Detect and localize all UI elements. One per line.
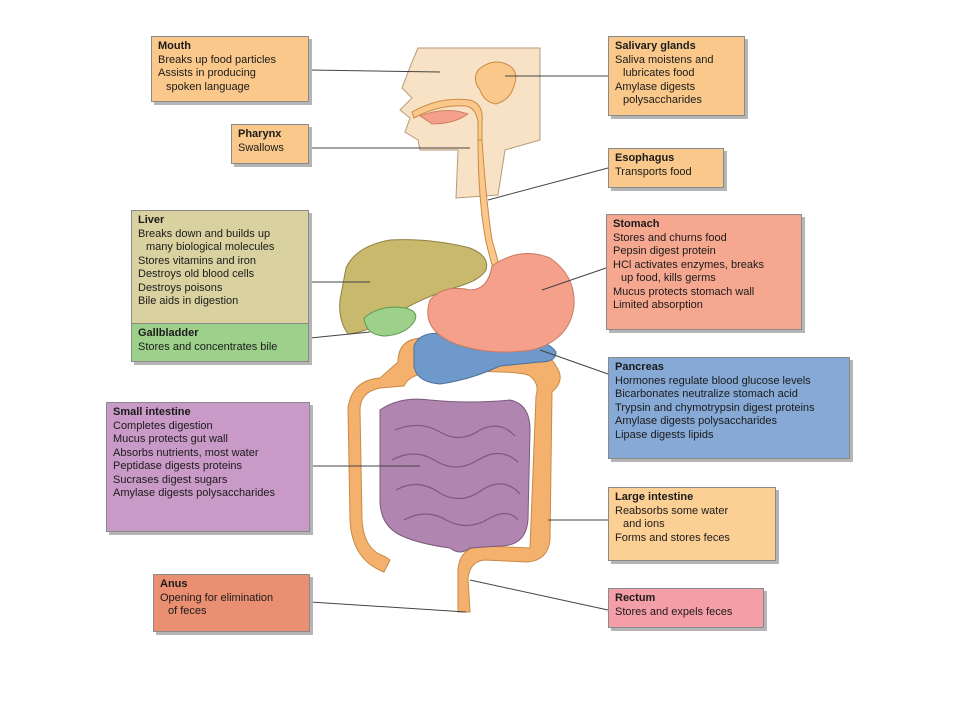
label-line: Amylase digests xyxy=(615,80,696,93)
label-line: Peptidase digests proteins xyxy=(113,460,243,472)
label-line: Amylase digests polysaccharides xyxy=(615,415,778,427)
gallbladder-shape xyxy=(363,306,417,337)
label-line: Limited absorption xyxy=(613,299,703,311)
label-line: Bicarbonates neutralize stomach acid xyxy=(615,388,798,400)
label-line: Pepsin digest protein xyxy=(613,245,716,257)
label-small-intestine: Small intestine Completes digestion Mucu… xyxy=(106,402,310,532)
label-line: many biological molecules xyxy=(146,241,275,253)
label-line: Assists in producing xyxy=(158,67,256,79)
label-line: Absorbs nutrients, most water xyxy=(113,446,259,459)
label-line: spoken language xyxy=(166,80,250,93)
label-salivary-glands: Salivary glands Saliva moistens and lubr… xyxy=(608,36,745,116)
label-line: Sucrases digest sugars xyxy=(113,473,228,486)
label-line: Opening for elimination xyxy=(160,591,274,604)
label-line: Trypsin and chymotrypsin digest proteins xyxy=(615,401,815,414)
label-title: Esophagus xyxy=(615,152,675,164)
label-title: Salivary glands xyxy=(615,40,696,52)
label-line: Stores and expels feces xyxy=(615,605,733,618)
label-line: Destroys old blood cells xyxy=(138,268,255,280)
label-line: Saliva moistens and xyxy=(615,53,714,66)
leader-esophagus xyxy=(487,167,609,201)
label-title: Liver xyxy=(138,214,165,226)
label-pharynx: Pharynx Swallows xyxy=(231,124,309,164)
label-mouth: Mouth Breaks up food particles Assists i… xyxy=(151,36,309,102)
label-title: Mouth xyxy=(158,40,191,52)
label-line: Lipase digests lipids xyxy=(615,428,714,441)
label-rectum: Rectum Stores and expels feces xyxy=(608,588,764,628)
head-silhouette xyxy=(399,47,541,199)
large-intestine-shape xyxy=(347,337,561,613)
salivary-gland-shape xyxy=(474,61,517,105)
label-line: Stores and concentrates bile xyxy=(138,340,278,353)
label-title: Stomach xyxy=(613,218,660,230)
label-title: Pharynx xyxy=(238,128,282,140)
label-esophagus: Esophagus Transports food xyxy=(608,148,724,188)
tongue-shape xyxy=(419,110,469,125)
label-large-intestine: Large intestine Reabsorbs some water and… xyxy=(608,487,776,561)
label-line: of feces xyxy=(168,605,207,617)
label-title: Pancreas xyxy=(615,361,664,373)
leader-rectum xyxy=(469,579,609,611)
label-title: Gallbladder xyxy=(138,327,199,339)
leader-gallbladder xyxy=(309,331,371,339)
label-line: Swallows xyxy=(238,141,284,154)
label-line: Forms and stores feces xyxy=(615,531,730,544)
stomach-shape xyxy=(427,253,575,353)
leader-pancreas xyxy=(539,349,609,375)
label-line: Mucus protects stomach wall xyxy=(613,285,755,298)
label-anus: Anus Opening for elimination of feces xyxy=(153,574,310,632)
label-line: Mucus protects gut wall xyxy=(113,433,228,445)
small-intestine-coils xyxy=(391,424,521,527)
label-line: Destroys poisons xyxy=(138,281,223,294)
label-line: polysaccharides xyxy=(623,94,702,106)
label-line: Stores vitamins and iron xyxy=(138,254,256,267)
label-title: Small intestine xyxy=(113,406,191,418)
label-line: Completes digestion xyxy=(113,419,213,432)
label-line: Reabsorbs some water xyxy=(615,504,729,517)
label-title: Anus xyxy=(160,578,188,590)
label-line: HCl activates enzymes, breaks xyxy=(613,258,764,271)
leader-lines xyxy=(309,69,609,613)
label-line: Breaks down and builds up xyxy=(138,227,271,240)
label-line: up food, kills germs xyxy=(621,272,716,284)
label-liver: Liver Breaks down and builds up many bio… xyxy=(131,210,309,362)
label-pancreas: Pancreas Hormones regulate blood glucose… xyxy=(608,357,850,459)
leader-anus xyxy=(309,601,467,613)
label-line: Bile aids in digestion xyxy=(138,295,239,307)
label-title: Rectum xyxy=(615,592,656,604)
label-title: Large intestine xyxy=(615,491,694,503)
label-line: Transports food xyxy=(615,165,692,178)
label-line: Amylase digests polysaccharides xyxy=(113,487,276,499)
label-line: and ions xyxy=(623,518,665,530)
label-gallbladder: Gallbladder Stores and concentrates bile xyxy=(132,323,308,361)
label-line: lubricates food xyxy=(623,67,695,79)
label-line: Hormones regulate blood glucose levels xyxy=(615,374,811,387)
small-intestine-shape xyxy=(379,398,531,553)
leader-stomach xyxy=(541,267,607,291)
label-stomach: Stomach Stores and churns food Pepsin di… xyxy=(606,214,802,330)
leader-mouth xyxy=(309,69,441,73)
label-line: Stores and churns food xyxy=(613,231,727,244)
label-line: Breaks up food particles xyxy=(158,53,277,66)
